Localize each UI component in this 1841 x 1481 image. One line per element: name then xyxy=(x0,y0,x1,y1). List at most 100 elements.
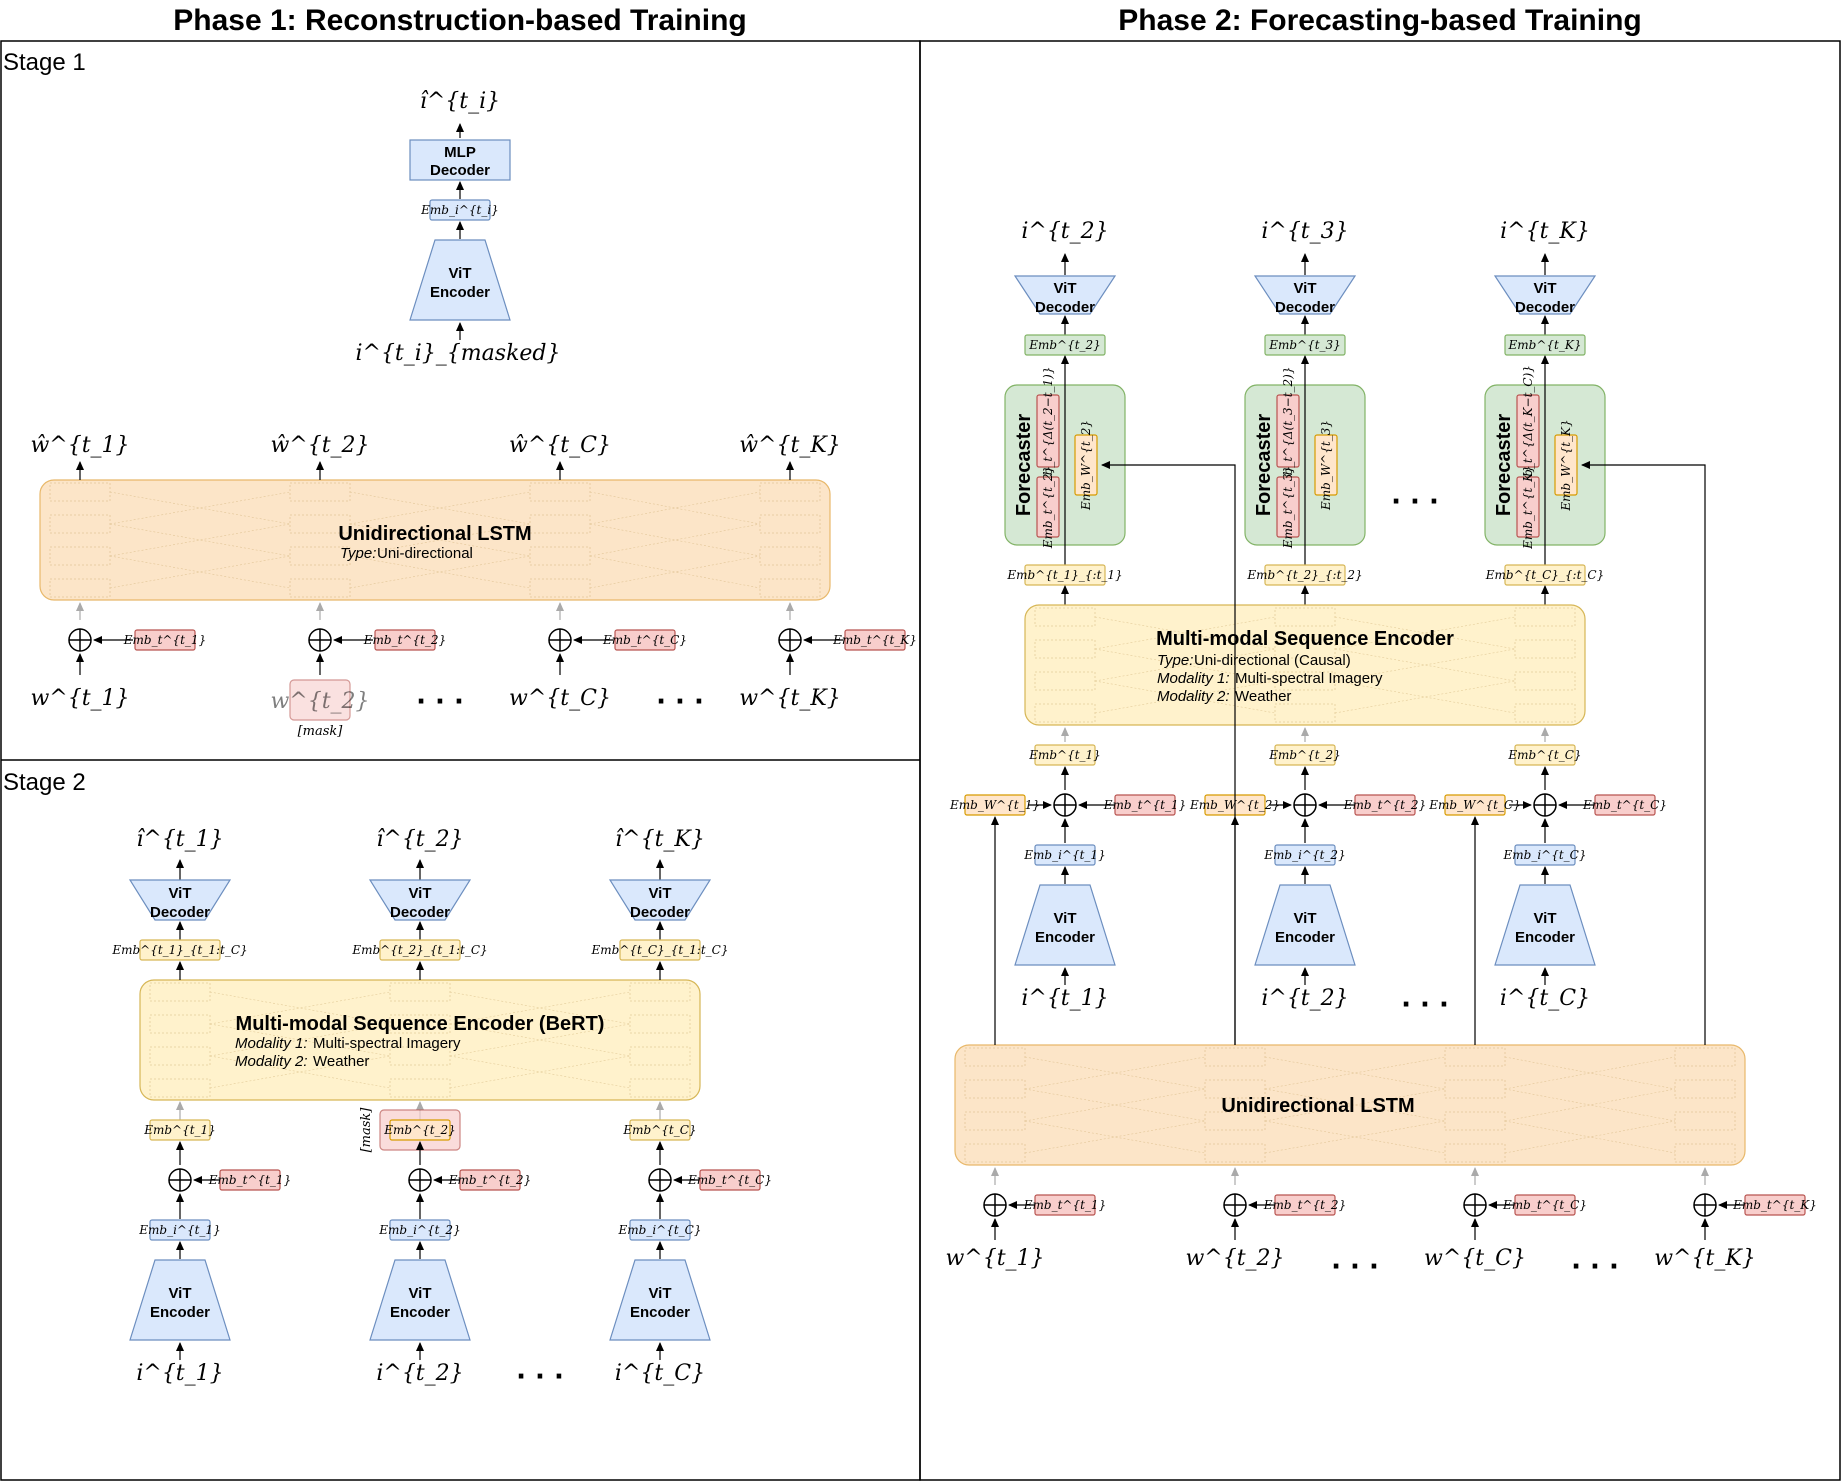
p2-vit-decoder-2 xyxy=(1493,275,1597,315)
s2-seq-emb-1 xyxy=(389,1119,451,1141)
s2-vit-encoder-1-line1: ViT xyxy=(408,1285,431,1302)
p2-type-key: Type: xyxy=(1157,652,1193,669)
s1-vit-encoder xyxy=(409,239,511,321)
s1-lstm-type-key: Type: xyxy=(340,545,376,562)
p2-vit-encoder-0-line2: Encoder xyxy=(1035,929,1095,946)
s2-dec-emb-2-label: Emb^{t_C}_{t_1:t_C} xyxy=(591,943,729,957)
p2-enc-out-emb-1-label: Emb^{t_2}_{:t_2} xyxy=(1246,568,1362,582)
p2-lstm-temb-0 xyxy=(1034,1194,1096,1216)
s2-dec-emb-1 xyxy=(379,939,461,961)
s1-temb-3-label: Emb_t^{t_K} xyxy=(832,633,917,647)
s1-temb-1 xyxy=(374,629,436,651)
s1-output-w-0: ŵ^{t_1} xyxy=(30,433,129,458)
p2-fc-delta-emb-1 xyxy=(1276,394,1300,468)
p2-iemb-1 xyxy=(1274,844,1336,866)
p2-lstm-temb-2-label: Emb_t^{t_C} xyxy=(1502,1198,1587,1212)
p2-lstm-temb-3-label: Emb_t^{t_K} xyxy=(1732,1198,1817,1212)
s2-output-i-0: î^{t_1} xyxy=(136,827,223,852)
s1-ellipsis-2: · · · xyxy=(656,687,704,717)
p2-plus-0 xyxy=(1053,793,1077,817)
p2-lstm-plus-2 xyxy=(1463,1193,1487,1217)
p2-temb-1-label: Emb_t^{t_2} xyxy=(1343,798,1426,812)
s2-vit-decoder-0 xyxy=(128,879,232,921)
p2-vit-decoder-0-line1: ViT xyxy=(1053,280,1076,297)
p2-lstm-plus-1 xyxy=(1223,1193,1247,1217)
s2-vit-encoder-0-line2: Encoder xyxy=(150,1304,210,1321)
s2-vit-decoder-2 xyxy=(608,879,712,921)
p2-dec-emb-0-label: Emb^{t_2} xyxy=(1028,338,1101,352)
p2-lstm-temb-0-label: Emb_t^{t_1} xyxy=(1023,1198,1106,1212)
s2-iemb-2 xyxy=(629,1219,691,1241)
s2-vit-decoder-1-line1: ViT xyxy=(408,885,431,902)
s1-input-w-1: w^{t_2} xyxy=(270,689,369,714)
s2-temb-1-label: Emb_t^{t_2} xyxy=(448,1173,531,1187)
p2-dec-emb-2-label: Emb^{t_K} xyxy=(1508,338,1582,352)
p2-input-i-1: i^{t_2} xyxy=(1261,986,1348,1011)
p2-output-i-1: i^{t_3} xyxy=(1261,219,1348,244)
p2-mod2-val: Weather xyxy=(1235,688,1291,705)
s1-output-w-1: ŵ^{t_2} xyxy=(270,433,369,458)
p2-temb-0 xyxy=(1114,794,1176,816)
s1-output-w-3: ŵ^{t_K} xyxy=(739,433,841,458)
s1-input-w-2: w^{t_C} xyxy=(509,686,611,711)
p2-forecaster-label-0: Forecaster xyxy=(1013,414,1035,516)
p2-fc-time-emb-label-2: Emb_t^{t_K} xyxy=(1521,465,1535,550)
p2-dec-emb-1-label: Emb^{t_3} xyxy=(1268,338,1341,352)
p2-seq-emb-0-label: Emb^{t_1} xyxy=(1028,748,1101,762)
phase2-title: Phase 2: Forecasting-based Training xyxy=(1118,4,1641,37)
p2-vit-encoder-0-line1: ViT xyxy=(1053,910,1076,927)
s2-plus-1 xyxy=(408,1168,432,1192)
stage1-label: Stage 1 xyxy=(3,49,86,76)
s1-lstm-block xyxy=(39,479,831,601)
s1-output-w-2: ŵ^{t_C} xyxy=(509,433,611,458)
s2-temb-2-label: Emb_t^{t_C} xyxy=(687,1173,772,1187)
s2-dec-emb-0 xyxy=(139,939,221,961)
p2-encoder-title: Multi-modal Sequence Encoder xyxy=(1156,628,1454,650)
p2-lstm-input-w-2: w^{t_C} xyxy=(1424,1246,1526,1271)
p2-encoder-block xyxy=(1024,604,1586,726)
p2-fc-delta-emb-0 xyxy=(1036,394,1060,468)
p2-lstm-title: Unidirectional LSTM xyxy=(1221,1095,1414,1117)
p2-lstm-block xyxy=(954,1044,1746,1166)
p2-vit-decoder-1-line2: Decoder xyxy=(1275,299,1335,316)
s2-input-i-1: i^{t_2} xyxy=(376,1361,463,1386)
s1-input-w-0: w^{t_1} xyxy=(30,686,129,711)
p2-seq-emb-1 xyxy=(1274,744,1336,766)
p2-vit-encoder-2-line2: Encoder xyxy=(1515,929,1575,946)
p2-enc-out-emb-2-label: Emb^{t_C}_{:t_C} xyxy=(1485,568,1604,582)
s1-output-i: î^{t_i} xyxy=(420,89,500,114)
s2-encoder-title: Multi-modal Sequence Encoder (BeRT) xyxy=(236,1013,605,1035)
s1-plus-2 xyxy=(548,628,572,652)
s2-mask-tag: [mask] xyxy=(359,1107,374,1153)
s2-dec-emb-2 xyxy=(619,939,701,961)
p2-lstm-plus-0 xyxy=(983,1193,1007,1217)
s2-seq-emb-0-label: Emb^{t_1} xyxy=(143,1123,216,1137)
s1-temb-0 xyxy=(134,629,196,651)
s2-vit-encoder-2 xyxy=(609,1259,711,1341)
p2-mod1-key: Modality 1: xyxy=(1157,670,1230,687)
s2-output-i-2: î^{t_K} xyxy=(615,827,705,852)
p2-mod2-key: Modality 2: xyxy=(1157,688,1230,705)
p2-temb-2-label: Emb_t^{t_C} xyxy=(1582,798,1667,812)
p2-wemb-2 xyxy=(1444,794,1506,816)
s2-temb-0-label: Emb_t^{t_1} xyxy=(208,1173,291,1187)
s1-temb-0-label: Emb_t^{t_1} xyxy=(123,633,206,647)
p2-fc-weather-emb-label-0: Emb_W^{t_2} xyxy=(1079,420,1093,511)
p2-iemb-0 xyxy=(1034,844,1096,866)
s1-lstm-cells xyxy=(49,482,821,598)
p2-lstm-input-w-1: w^{t_2} xyxy=(1185,1246,1284,1271)
p2-vit-encoder-0 xyxy=(1014,884,1116,966)
p2-fc-weather-emb-label-2: Emb_W^{t_K} xyxy=(1559,419,1573,511)
s2-mod1-key: Modality 1: xyxy=(235,1035,308,1052)
p2-vit-decoder-1-line1: ViT xyxy=(1293,280,1316,297)
p2-arrow-lstm-fc-0 xyxy=(1101,461,1236,1045)
p2-wemb-2-label: Emb_W^{t_C} xyxy=(1428,798,1520,812)
s2-vit-encoder-2-line2: Encoder xyxy=(630,1304,690,1321)
s1-mlp-line2: Decoder xyxy=(430,162,490,179)
s2-mod1-val: Multi-spectral Imagery xyxy=(313,1035,461,1052)
p2-temb-1 xyxy=(1354,794,1416,816)
s2-dec-emb-0-label: Emb^{t_1}_{t_1:t_C} xyxy=(111,943,247,957)
p2-lstm-cells xyxy=(964,1047,1736,1163)
p2-vit-decoder-2-line1: ViT xyxy=(1533,280,1556,297)
